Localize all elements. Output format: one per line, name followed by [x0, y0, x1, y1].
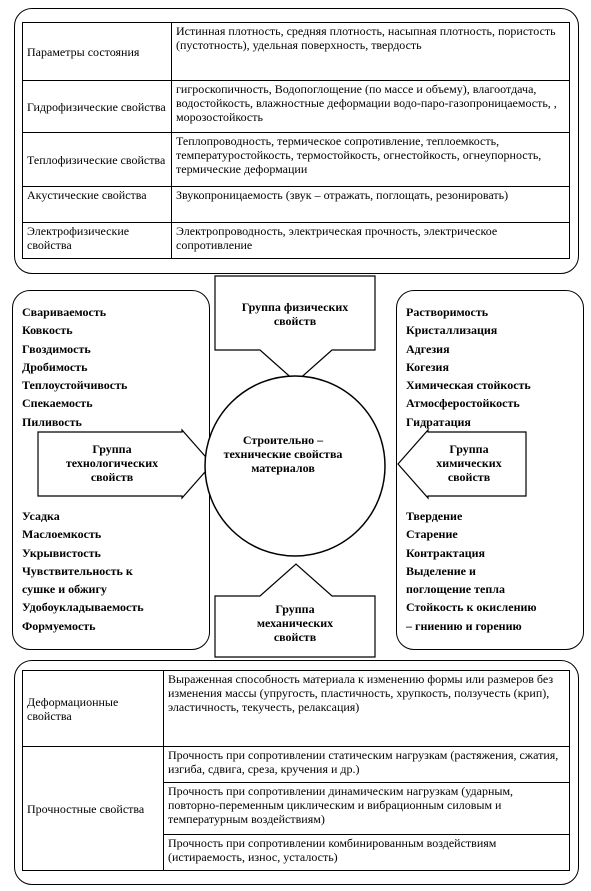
- list-item: Теплоустойчивость: [22, 378, 128, 393]
- table-row: Электрофизические свойства Электропровод…: [22, 222, 570, 259]
- row-desc: Прочность при сопротивлении комбинирован…: [163, 834, 570, 871]
- mechanical-group-label: Группа механических свойств: [256, 602, 334, 644]
- chemical-group-label: Группа химических свойств: [436, 442, 502, 484]
- row-desc: Выраженная способность материала к измен…: [163, 670, 570, 747]
- table-row: Прочность при сопротивлении комбинирован…: [23, 834, 570, 871]
- table-row: Теплофизические свойства Теплопроводност…: [22, 132, 570, 187]
- list-item: Свариваемость: [22, 305, 107, 319]
- row-desc: Звукопроницаемость (звук – отражать, пог…: [171, 186, 570, 223]
- list-item: Твердение: [406, 509, 463, 523]
- list-item: Спекаемость: [22, 396, 93, 411]
- row-desc: Электропроводность, электрическая прочно…: [171, 222, 570, 259]
- mechanical-properties-table: Деформационные свойства Выраженная спосо…: [22, 670, 570, 871]
- list-item: Ковкость: [22, 323, 73, 338]
- physical-arrow: [214, 275, 376, 383]
- technological-list-top: Свариваемость Ковкость Гвоздимость Дроби…: [22, 303, 127, 431]
- row-desc: Теплопроводность, термическое сопротивле…: [171, 132, 570, 187]
- row-name: Деформационные свойства: [22, 670, 164, 747]
- list-item: Укрывистость: [22, 545, 101, 560]
- list-item: Гидратация: [406, 414, 471, 429]
- list-item: Контрактация: [406, 545, 486, 560]
- table-row: Прочностные свойства Прочность при сопро…: [22, 746, 570, 871]
- physical-properties-table: Параметры состояния Истинная плотность, …: [22, 22, 570, 259]
- list-item: Кристаллизация: [406, 323, 498, 338]
- row-desc: Прочность при сопротивлении статическим …: [163, 746, 570, 783]
- technological-list-bottom: Усадка Маслоемкость Укрывистость Чувстви…: [22, 507, 144, 635]
- technological-arrow: [37, 428, 213, 500]
- list-item: Химическая стойкость: [406, 378, 531, 393]
- list-item: Атмосферостойкость: [406, 396, 520, 411]
- list-item: Пиливость: [22, 414, 82, 429]
- list-item: Растворимость: [406, 305, 489, 319]
- list-item: Чувствительность к: [22, 563, 133, 578]
- list-item: Усадка: [22, 509, 60, 523]
- row-name: Электрофизические свойства: [22, 222, 172, 259]
- row-desc: гигроскопичность, Водопоглощение (по мас…: [171, 80, 570, 133]
- list-item: поглощение тепла: [406, 582, 505, 597]
- list-item: Маслоемкость: [22, 527, 102, 542]
- list-item: сушке и обжигу: [22, 582, 107, 597]
- list-item: Адгезия: [406, 341, 450, 356]
- row-name: Гидрофизические свойства: [22, 80, 172, 133]
- row-name: Прочностные свойства: [22, 746, 164, 871]
- row-desc: Прочность при сопротивлении динамическим…: [163, 782, 570, 835]
- list-item: Старение: [406, 527, 458, 542]
- list-item: Формуемость: [22, 618, 96, 633]
- mechanical-arrow: [214, 563, 376, 658]
- chemical-arrow: [397, 428, 527, 500]
- list-item: – гниению и горению: [406, 618, 522, 633]
- table-row: Акустические свойства Звукопроницаемость…: [22, 186, 570, 223]
- physical-group-label: Группа физических свойств: [241, 300, 349, 328]
- list-item: Когезия: [406, 359, 449, 374]
- list-item: Дробимость: [22, 359, 88, 374]
- row-name: Теплофизические свойства: [22, 132, 172, 187]
- chemical-list-top: Растворимость Кристаллизация Адгезия Ког…: [406, 303, 531, 431]
- list-item: Стойкость к окислению: [406, 600, 537, 615]
- center-circle: [204, 375, 386, 557]
- table-row: Деформационные свойства Выраженная спосо…: [22, 670, 570, 747]
- center-label: Строительно – технические свойства матер…: [223, 433, 343, 475]
- chemical-list-bottom: Твердение Старение Контрактация Выделени…: [406, 507, 537, 635]
- list-item: Удобоукладываемость: [22, 600, 144, 615]
- list-item: Выделение и: [406, 563, 476, 578]
- list-item: Гвоздимость: [22, 341, 91, 356]
- technological-group-label: Группа технологических свойств: [65, 442, 159, 484]
- table-row: Гидрофизические свойства гигроскопичност…: [22, 80, 570, 133]
- table-row: Прочность при сопротивлении динамическим…: [23, 782, 570, 835]
